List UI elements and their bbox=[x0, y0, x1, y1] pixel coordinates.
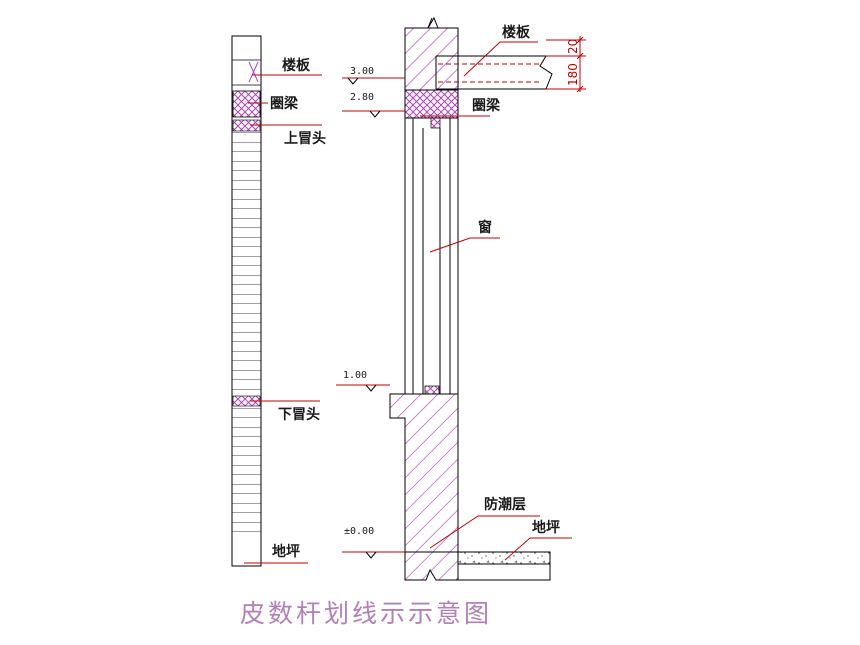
label-damp-proof-course: 防潮层 bbox=[484, 496, 526, 513]
left-annotations: 楼板 圈梁 上冒头 下冒头 地坪 bbox=[244, 57, 326, 564]
ground-slab bbox=[457, 551, 551, 581]
ring-beam bbox=[404, 89, 459, 119]
elev-2-80: 2.80 bbox=[350, 92, 374, 103]
elevation-markers: 3.00 2.80 1.00 ±0.00 bbox=[336, 66, 405, 559]
dim-slab-thickness: 180 bbox=[566, 63, 580, 86]
dim-slab-top: 20 bbox=[566, 39, 580, 54]
floor-slab-mark bbox=[248, 61, 259, 83]
elev-1-00: 1.00 bbox=[343, 370, 367, 381]
upper-wall bbox=[404, 17, 459, 91]
story-pole-courses-lower bbox=[232, 406, 261, 536]
label-ring-beam-right: 圈梁 bbox=[472, 97, 501, 114]
floor-slab bbox=[435, 55, 553, 90]
story-pole bbox=[231, 35, 262, 567]
slab-dimension: 20 180 bbox=[546, 36, 586, 93]
diagram-caption: 皮数杆划线示示意图 bbox=[240, 599, 493, 628]
elev-3-00: 3.00 bbox=[350, 66, 374, 77]
story-pole-courses bbox=[232, 131, 261, 396]
label-floor-slab-right: 楼板 bbox=[502, 24, 531, 41]
label-ground-left: 地坪 bbox=[272, 543, 300, 560]
label-window: 窗 bbox=[478, 219, 492, 236]
window-frame bbox=[404, 118, 459, 395]
label-floor-slab-left: 楼板 bbox=[282, 57, 311, 74]
ring-beam-mark bbox=[232, 90, 261, 118]
label-ground-right: 地坪 bbox=[532, 519, 560, 536]
label-upper-lintel: 上冒头 bbox=[284, 130, 326, 147]
label-ring-beam-left: 圈梁 bbox=[270, 95, 299, 112]
wall-section bbox=[389, 16, 553, 581]
elev-0-00: ±0.00 bbox=[344, 526, 374, 537]
lower-wall bbox=[389, 393, 459, 553]
label-lower-lintel: 下冒头 bbox=[278, 406, 320, 423]
right-annotations: 楼板 圈梁 窗 防潮层 地坪 bbox=[420, 24, 572, 561]
foundation-wall bbox=[404, 551, 459, 581]
